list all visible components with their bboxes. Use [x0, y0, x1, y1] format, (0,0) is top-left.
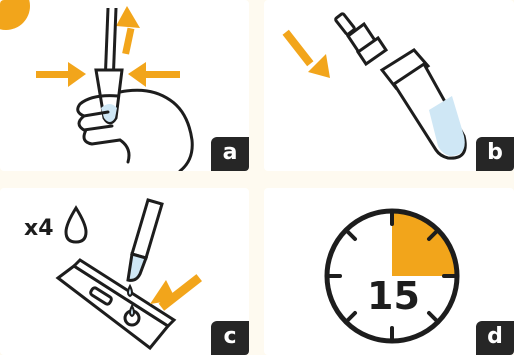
- timer-minutes: 15: [367, 274, 420, 318]
- drop-icon: [66, 208, 86, 242]
- up-arrow-icon: [116, 6, 140, 55]
- step-label-c: c: [211, 321, 249, 355]
- step-label-a: a: [211, 137, 249, 171]
- step-label-b: b: [476, 137, 514, 171]
- diagonal-arrow-icon: [150, 274, 202, 311]
- step-c-panel: x4 c: [0, 188, 249, 355]
- test-cassette-icon: [58, 260, 174, 348]
- step-b-panel: b: [264, 0, 514, 171]
- step-label-d: d: [476, 321, 514, 355]
- left-arrow-icon: [128, 62, 180, 87]
- dropper-icon: [128, 200, 162, 280]
- diagonal-arrow-icon: [283, 30, 330, 78]
- falling-drop-icon: [130, 306, 134, 316]
- hand-icon: [120, 90, 192, 171]
- step-d-panel: 15 d: [264, 188, 514, 355]
- right-arrow-icon: [36, 62, 86, 87]
- step-a-panel: a: [0, 0, 249, 171]
- falling-drop-icon: [128, 286, 132, 296]
- dropper-cap-icon: [335, 13, 386, 64]
